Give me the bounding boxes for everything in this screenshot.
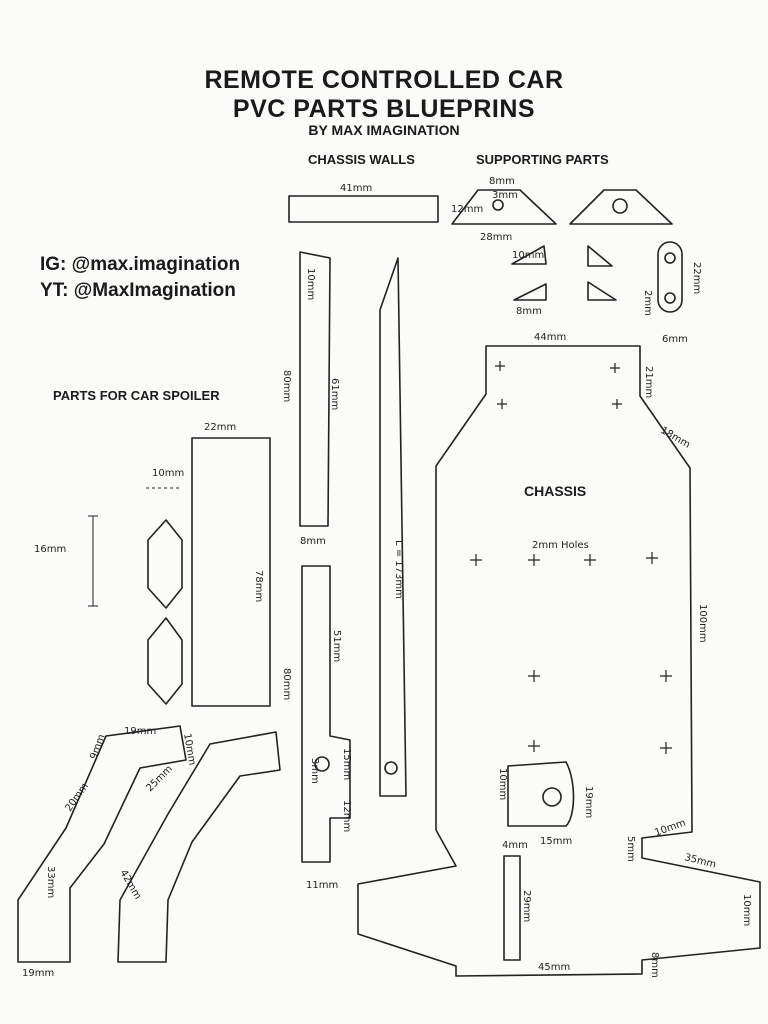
support-hole-label: 3mm xyxy=(492,190,518,201)
support-trapezoid-2 xyxy=(569,189,673,225)
section-chassis-walls: CHASSIS WALLS xyxy=(308,152,415,167)
wall3-inner-label: 51mm xyxy=(331,630,342,662)
bracket-length-label: 22mm xyxy=(691,262,702,294)
chassis-mount-holes xyxy=(470,361,672,754)
chassis-top-label: 44mm xyxy=(534,332,566,343)
chassis-mount-b-label: 19mm xyxy=(583,786,594,818)
bracket-width-label: 6mm xyxy=(662,334,688,345)
leg-f-label: 19mm xyxy=(22,968,54,979)
section-spoiler-parts: PARTS FOR CAR SPOILER xyxy=(53,388,220,403)
chassis-body: CHASSIS 44mm 21mm 18mm 2mm Holes 100mm 1… xyxy=(357,332,761,978)
spoiler-length-label: 78mm xyxy=(253,570,264,602)
tri-a-label: 10mm xyxy=(512,250,544,261)
youtube-handle: YT: @MaxImagination xyxy=(40,280,236,301)
chassis-long-label: 100mm xyxy=(697,604,708,643)
support-bracket: 22mm 2mm 6mm xyxy=(642,241,702,345)
section-supporting-parts: SUPPORTING PARTS xyxy=(476,152,609,167)
chassis-bottom-side-label: 8mm xyxy=(649,952,660,978)
chassis-wall-1: 10mm 80mm 61mm 8mm xyxy=(281,251,340,547)
wall3-b-label: 12mm xyxy=(341,800,352,832)
spoiler-height-label: 16mm xyxy=(34,544,66,555)
wall1-length-label: 80mm xyxy=(281,370,292,402)
chassis-bar-length-label: 29mm xyxy=(521,890,532,922)
wall1-inner-label: 61mm xyxy=(329,378,340,410)
chassis-holes-label: 2mm Holes xyxy=(532,540,589,551)
leg-d-label: 20mm xyxy=(63,781,90,814)
leg-a-label: 19mm xyxy=(124,726,156,737)
spoiler-top-label: 22mm xyxy=(204,422,236,433)
spoiler-legs: 19mm 10mm 9mm 20mm 33mm 19mm 25mm 42mm xyxy=(17,725,281,979)
chassis-side-a-label: 21mm xyxy=(643,366,654,398)
wall3-length-label: 80mm xyxy=(281,668,292,700)
tri-b-label: 8mm xyxy=(516,306,542,317)
wall3-hole-label: 3mm xyxy=(309,758,320,784)
chassis-wall-2: L = 173mm xyxy=(379,257,407,797)
spoiler-fins: 10mm 16mm xyxy=(34,468,184,705)
spoiler-gap-label: 10mm xyxy=(152,468,184,479)
support-top-label: 8mm xyxy=(489,176,515,187)
title-line-1: REMOTE CONTROLLED CAR xyxy=(204,66,564,94)
spoiler-wing: 22mm 78mm xyxy=(191,422,271,707)
wall2-total-label: L = 173mm xyxy=(393,540,404,599)
leg-g-label: 25mm xyxy=(144,764,175,795)
support-triangles: 10mm 8mm xyxy=(511,245,617,317)
chassis-mount-c-label: 15mm xyxy=(540,836,572,847)
wall3-base-label: 11mm xyxy=(306,880,338,891)
chassis-label: CHASSIS xyxy=(524,483,586,499)
title-line-2: PVC PARTS BLUEPRINS xyxy=(232,95,536,123)
chassis-rear-d-label: 10mm xyxy=(741,894,752,926)
wall1-base-label: 8mm xyxy=(300,536,326,547)
leg-e-label: 33mm xyxy=(45,866,56,898)
support-trapezoid-1: 8mm 3mm 12mm 28mm xyxy=(451,176,557,243)
bracket-gap-label: 2mm xyxy=(642,290,653,316)
wall1-tip-label: 10mm xyxy=(305,268,316,300)
chassis-bar-label: 4mm xyxy=(502,840,528,851)
chassis-rear-b-label: 10mm xyxy=(653,817,687,838)
byline: BY MAX IMAGINATION xyxy=(308,122,460,138)
chassis-wall-3: 80mm 51mm 3mm 15mm 12mm 11mm xyxy=(281,565,352,891)
wall-top-width-label: 41mm xyxy=(340,183,372,194)
support-base-label: 28mm xyxy=(480,232,512,243)
chassis-bottom-label: 45mm xyxy=(538,962,570,973)
wall3-a-label: 15mm xyxy=(341,748,352,780)
chassis-mount-a-label: 10mm xyxy=(497,768,508,800)
leg-c-label: 9mm xyxy=(88,733,107,761)
wall-top-strip: 41mm xyxy=(288,183,439,223)
instagram-handle: IG: @max.imagination xyxy=(40,254,241,275)
chassis-rear-a-label: 5mm xyxy=(625,836,636,862)
support-side-label: 12mm xyxy=(451,204,483,215)
